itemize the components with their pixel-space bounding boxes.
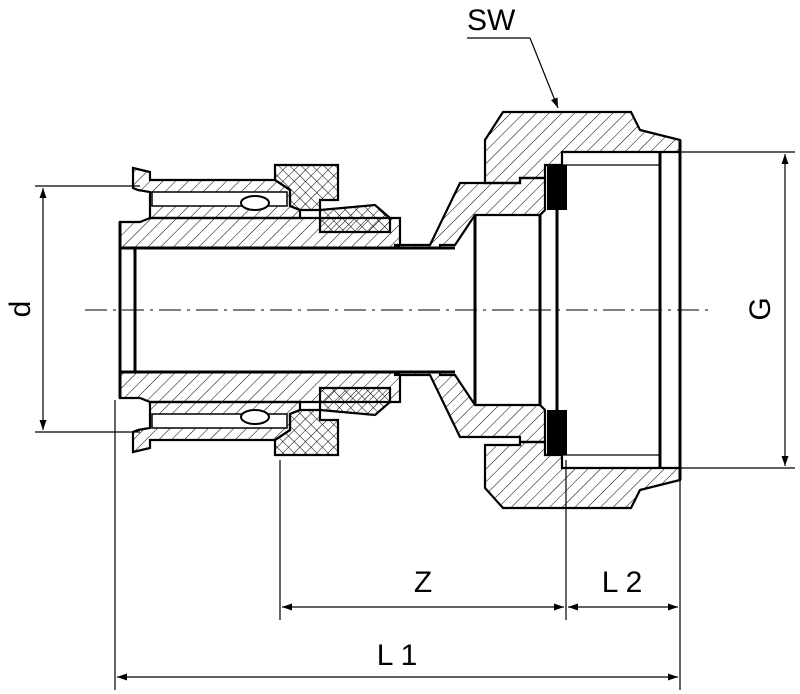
body-bottom [393,370,547,444]
sw-leader-arrow [529,37,559,109]
l1-label: L 1 [377,639,418,672]
ring-bottom [273,386,392,457]
inspection-hole-top [240,195,270,211]
nut-bottom [483,440,682,510]
body-top [393,176,547,250]
z-label: Z [414,566,432,599]
d-label: d [4,301,37,318]
sw-label: SW [467,4,516,37]
l2-label: L 2 [602,566,643,599]
ring-top [273,163,392,234]
nut-top [483,110,682,185]
gasket-top [547,165,567,210]
inspection-hole-bottom [240,409,270,425]
g-label: G [744,297,777,320]
gasket-bottom [547,410,567,455]
